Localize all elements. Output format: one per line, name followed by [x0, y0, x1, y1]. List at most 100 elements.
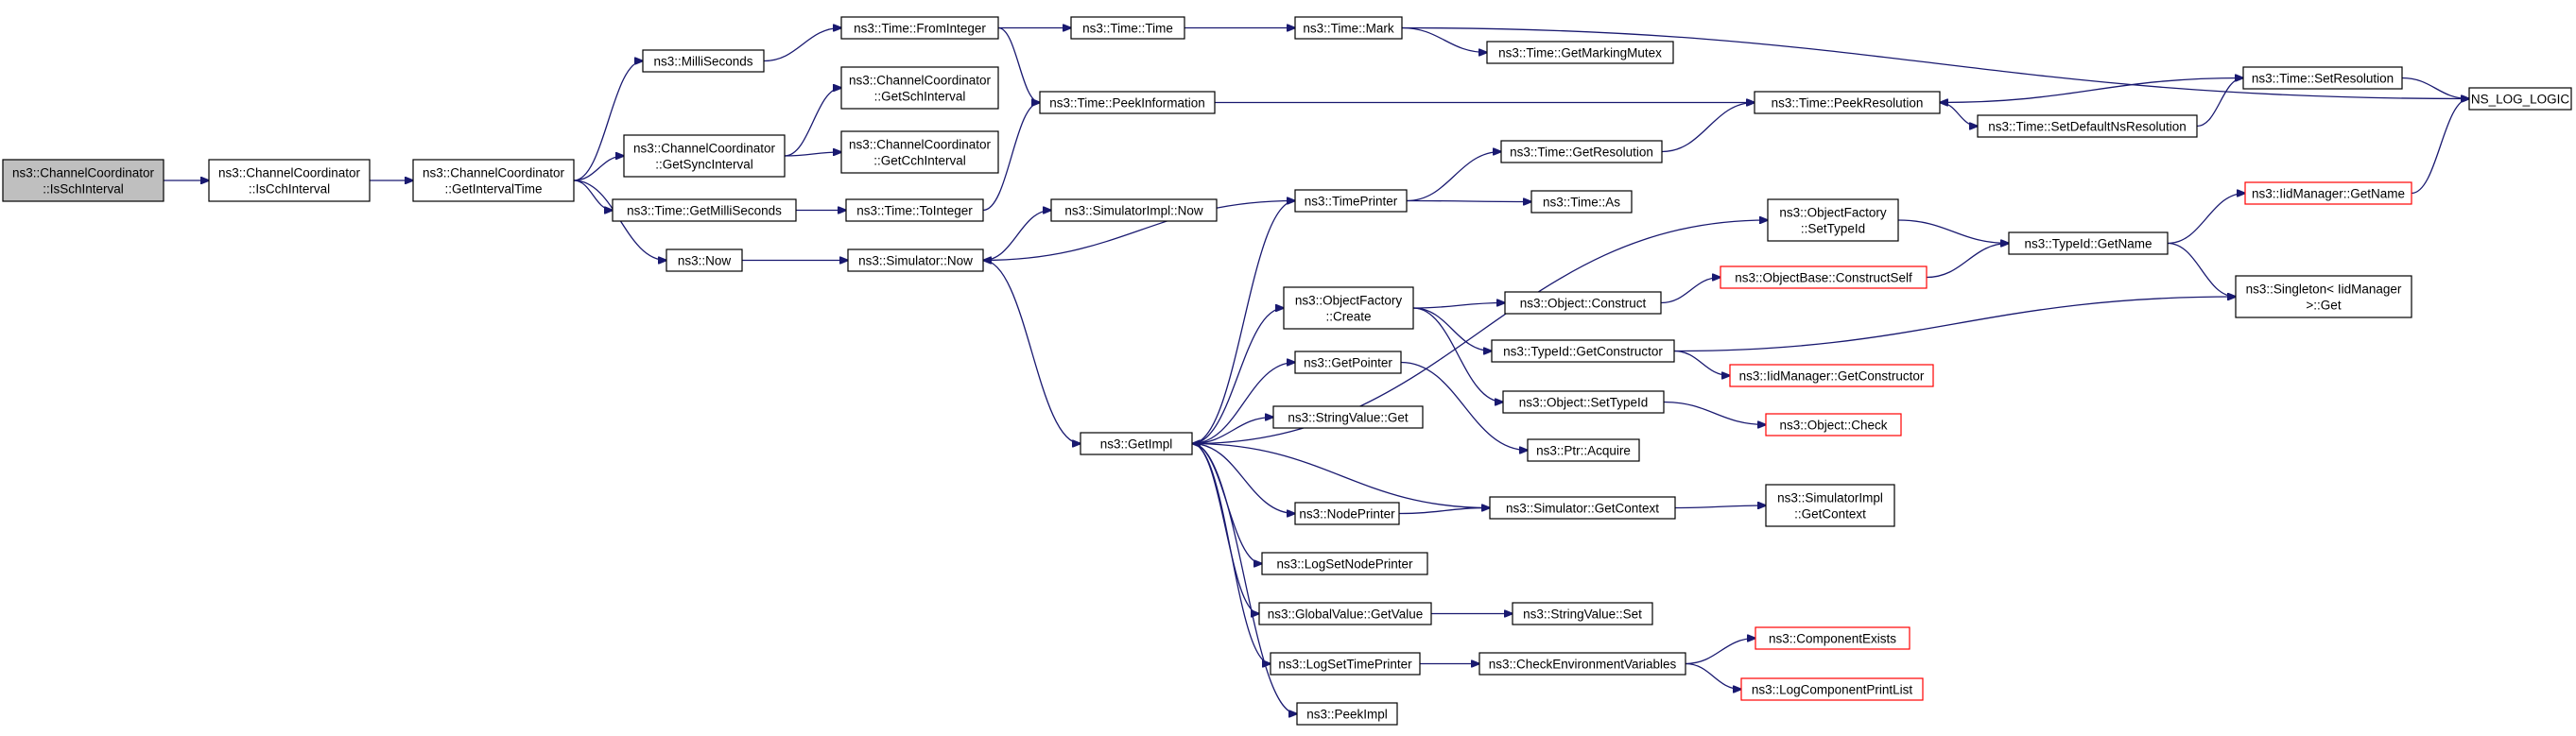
- node-box: [2008, 231, 2169, 255]
- node-box: [1977, 114, 2198, 138]
- node-peekimpl[interactable]: ns3::PeekImpl: [1296, 702, 1398, 726]
- node-compexists[interactable]: ns3::ComponentExists: [1755, 626, 1910, 650]
- node-issch[interactable]: ns3::ChannelCoordinator::IsSchInterval: [2, 159, 164, 202]
- edge-tidgetname-to-singleton: [2167, 242, 2236, 298]
- node-box: [642, 49, 765, 73]
- node-strget[interactable]: ns3::StringValue::Get: [1272, 405, 1424, 429]
- node-simimplnow[interactable]: ns3::SimulatorImpl::Now: [1050, 198, 1218, 222]
- node-simnow[interactable]: ns3::Simulator::Now: [847, 248, 984, 272]
- edge-timeprinter-to-getres: [1406, 152, 1501, 202]
- node-label: ::Create: [1325, 310, 1371, 324]
- edge-tidgetctor-to-singleton: [1673, 297, 2236, 352]
- edge-toint-to-peekinfo: [982, 103, 1040, 212]
- node-box: [1729, 364, 1934, 387]
- node-peekres[interactable]: ns3::Time::PeekResolution: [1754, 91, 1941, 114]
- node-box: [1050, 198, 1218, 222]
- node-fromint[interactable]: ns3::Time::FromInteger: [840, 16, 999, 40]
- node-box: [1294, 189, 1408, 213]
- node-box: [840, 16, 999, 40]
- node-tidgetctor[interactable]: ns3::TypeId::GetConstructor: [1491, 339, 1675, 363]
- node-label: ::GetSchInterval: [874, 90, 966, 104]
- node-label: ns3::ChannelCoordinator: [218, 166, 361, 180]
- node-getres[interactable]: ns3::Time::GetResolution: [1500, 140, 1663, 163]
- edge-simnow-to-getimpl: [982, 259, 1081, 444]
- node-timetime[interactable]: ns3::Time::Time: [1070, 16, 1185, 40]
- node-objsettid[interactable]: ns3::Object::SetTypeId: [1502, 390, 1665, 414]
- edge-ofsettid-to-tidgetname: [1897, 219, 2009, 244]
- edge-objsettid-to-objcheck: [1663, 401, 1766, 425]
- node-strset[interactable]: ns3::StringValue::Set: [1512, 602, 1653, 625]
- node-constructself[interactable]: ns3::ObjectBase::ConstructSelf: [1720, 265, 1928, 289]
- edge-simnow-to-simimplnow: [982, 211, 1051, 262]
- node-label: ns3::Time::Mark: [1303, 22, 1394, 36]
- node-ptracquire[interactable]: ns3::Ptr::Acquire: [1527, 438, 1640, 462]
- edge-iidgetname-to-nslog: [2411, 99, 2469, 195]
- node-mark[interactable]: ns3::Time::Mark: [1294, 16, 1403, 40]
- node-box: [1740, 677, 1924, 701]
- node-checkenv[interactable]: ns3::CheckEnvironmentVariables: [1478, 652, 1686, 676]
- node-label: ns3::Simulator::Now: [858, 254, 973, 268]
- node-objcheck[interactable]: ns3::Object::Check: [1765, 413, 1902, 436]
- node-timeas[interactable]: ns3::Time::As: [1530, 190, 1633, 214]
- node-logsetnode[interactable]: ns3::LogSetNodePrinter: [1261, 552, 1428, 575]
- node-box: [612, 198, 797, 222]
- node-objconstruct[interactable]: ns3::Object::Construct: [1504, 291, 1662, 315]
- node-getcch[interactable]: ns3::ChannelCoordinator::GetCchInterval: [840, 130, 999, 174]
- node-getpointer[interactable]: ns3::GetPointer: [1294, 351, 1402, 374]
- node-iidgetname[interactable]: ns3::IidManager::GetName: [2244, 181, 2412, 205]
- node-label: ns3::ChannelCoordinator: [849, 74, 992, 88]
- node-label: ns3::Time::PeekInformation: [1049, 96, 1205, 111]
- node-setdefns[interactable]: ns3::Time::SetDefaultNsResolution: [1977, 114, 2198, 138]
- node-label: ns3::Object::Check: [1779, 419, 1887, 433]
- node-box: [2244, 181, 2412, 205]
- node-getmilli[interactable]: ns3::Time::GetMilliSeconds: [612, 198, 797, 222]
- node-timeprinter[interactable]: ns3::TimePrinter: [1294, 189, 1408, 213]
- node-getimpl[interactable]: ns3::GetImpl: [1080, 432, 1193, 455]
- node-simgetctx[interactable]: ns3::Simulator::GetContext: [1489, 496, 1676, 520]
- node-setres[interactable]: ns3::Time::SetResolution: [2242, 66, 2403, 90]
- node-getsch[interactable]: ns3::ChannelCoordinator::GetSchInterval: [840, 66, 999, 110]
- edge-getpointer-to-ptracquire: [1400, 361, 1528, 451]
- node-label: ns3::LogSetTimePrinter: [1278, 658, 1412, 672]
- node-label: ns3::TimePrinter: [1305, 195, 1398, 209]
- node-box: [623, 134, 786, 178]
- node-label: ns3::Time::GetResolution: [1510, 145, 1653, 160]
- node-tidgetname[interactable]: ns3::TypeId::GetName: [2008, 231, 2169, 255]
- node-simimplctx[interactable]: ns3::SimulatorImpl::GetContext: [1765, 484, 1895, 527]
- node-box: [847, 248, 984, 272]
- node-getinterval[interactable]: ns3::ChannelCoordinator::GetIntervalTime: [412, 159, 575, 202]
- node-label: ns3::LogSetNodePrinter: [1276, 557, 1413, 572]
- node-iidgetctor[interactable]: ns3::IidManager::GetConstructor: [1729, 364, 1934, 387]
- node-label: >::Get: [2306, 299, 2341, 313]
- edge-tidgetctor-to-iidgetctor: [1673, 350, 1730, 376]
- node-millis[interactable]: ns3::MilliSeconds: [642, 49, 765, 73]
- node-logsettime[interactable]: ns3::LogSetTimePrinter: [1270, 652, 1421, 676]
- edge-millis-to-fromint: [763, 28, 841, 62]
- node-now[interactable]: ns3::Now: [666, 248, 743, 272]
- node-nodeprinter[interactable]: ns3::NodePrinter: [1294, 502, 1400, 525]
- node-ofsettid[interactable]: ns3::ObjectFactory::SetTypeId: [1767, 198, 1899, 242]
- edge-getimpl-to-strget: [1191, 418, 1273, 445]
- node-nslog[interactable]: NS_LOG_LOGIC: [2468, 87, 2572, 111]
- edge-ofcreate-to-objconstruct: [1412, 303, 1505, 309]
- node-gvget[interactable]: ns3::GlobalValue::GetValue: [1258, 602, 1432, 625]
- edge-setdefns-to-setres: [2196, 78, 2243, 128]
- node-getsync[interactable]: ns3::ChannelCoordinator::GetSyncInterval: [623, 134, 786, 178]
- node-label: ns3::ChannelCoordinator: [849, 138, 992, 152]
- node-box: [840, 130, 999, 174]
- node-label: ns3::Time::As: [1543, 196, 1620, 210]
- edge-checkenv-to-compexists: [1685, 639, 1755, 665]
- node-markmutex[interactable]: ns3::Time::GetMarkingMutex: [1486, 41, 1674, 64]
- node-box: [840, 66, 999, 110]
- node-peekinfo[interactable]: ns3::Time::PeekInformation: [1039, 91, 1216, 114]
- edge-getsync-to-getcch: [784, 152, 841, 157]
- node-toint[interactable]: ns3::Time::ToInteger: [845, 198, 984, 222]
- node-ofcreate[interactable]: ns3::ObjectFactory::Create: [1283, 286, 1414, 330]
- node-singleton[interactable]: ns3::Singleton< IidManager >::Get: [2235, 275, 2412, 318]
- node-label: ns3::IidManager::GetConstructor: [1739, 369, 1925, 384]
- node-label: ns3::SimulatorImpl: [1777, 491, 1883, 505]
- node-box: [1500, 140, 1663, 163]
- node-logcomplist[interactable]: ns3::LogComponentPrintList: [1740, 677, 1924, 701]
- node-iscch[interactable]: ns3::ChannelCoordinator::IsCchInterval: [208, 159, 371, 202]
- node-box: [1530, 190, 1633, 214]
